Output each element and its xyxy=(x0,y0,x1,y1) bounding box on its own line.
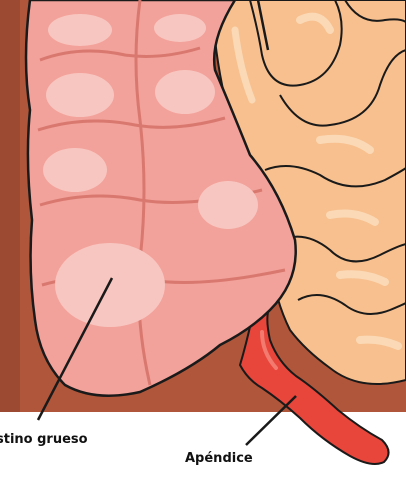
large-intestine-label: stino grueso xyxy=(0,433,88,446)
appendix-label: Apéndice xyxy=(185,452,253,465)
abdominal-background-shade xyxy=(0,0,20,412)
